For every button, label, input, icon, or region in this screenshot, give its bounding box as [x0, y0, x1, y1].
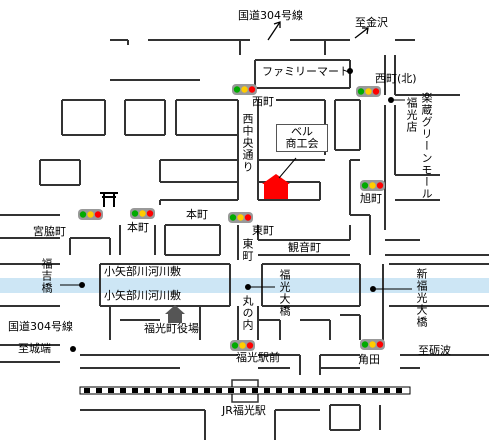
label-kankomachi: 観音町	[288, 241, 321, 254]
label-fukuyoshi-bashi: 福吉橋	[40, 258, 53, 294]
label-to-kanazawa: 至金沢	[355, 16, 388, 29]
traffic-signal-icon	[356, 86, 381, 97]
label-miyawakimachi: 宮脇町	[33, 225, 66, 238]
traffic-signal-icon	[228, 212, 253, 223]
label-shin-fukumitsu-ohashi: 新福光大橋	[415, 268, 428, 328]
label-kakuta: 角田	[358, 353, 380, 366]
traffic-signals	[78, 84, 385, 351]
traffic-signal-icon	[360, 180, 385, 191]
label-shokokai: 商工会	[285, 137, 319, 150]
railway-track-icon	[79, 386, 411, 395]
label-family-mart[interactable]: ファミリーマート	[262, 65, 350, 78]
traffic-signal-icon	[230, 340, 255, 351]
label-bell: ベル	[291, 125, 313, 138]
label-route-304-left: 国道304号線	[8, 320, 73, 333]
label-higashimachi: 東町	[252, 224, 274, 237]
label-route-304-top: 国道304号線	[238, 9, 303, 22]
town-office-building-icon	[165, 305, 185, 323]
map-pin-dot-icon	[60, 68, 412, 352]
traffic-signal-icon	[232, 84, 257, 95]
label-higashi-vertical: 東町	[241, 238, 254, 262]
street-lines	[0, 39, 489, 440]
traffic-signal-icon	[78, 209, 103, 220]
bell-info-box[interactable]: ベル 商工会	[276, 124, 328, 152]
label-nishi-chuo-dori: 西中央通り	[241, 113, 254, 173]
direction-arrows	[267, 21, 369, 41]
red-building-icon	[262, 174, 290, 199]
traffic-signal-icon	[360, 339, 385, 350]
bell-leader-line	[278, 157, 297, 179]
label-fukumitsu-shop: 福光店	[405, 97, 418, 133]
label-koyabe-riverbed-1: 小矢部川河川敷	[104, 265, 181, 278]
label-maruno-uchi: 丸の内	[241, 295, 254, 331]
label-fukumitsu-station-mae: 福光駅前	[236, 351, 280, 364]
traffic-signal-icon	[130, 208, 155, 219]
label-to-tonami: 至砺波	[418, 344, 451, 357]
torii-gate-icon	[100, 192, 118, 207]
label-jr-station[interactable]: JR福光駅	[222, 404, 266, 417]
label-nishimachi-kita: 西町(北)	[375, 72, 417, 85]
label-to-johana: 至城端	[18, 342, 51, 355]
label-asahimachi: 旭町	[360, 192, 382, 205]
label-motomachi-right: 本町	[186, 208, 208, 221]
oyabe-river	[0, 278, 489, 293]
label-fukumitsu-ohashi: 福光大橋	[278, 269, 291, 317]
label-koyabe-riverbed-2: 小矢部川河川敷	[104, 289, 181, 302]
label-nishimachi: 西町	[252, 95, 274, 108]
label-rakuzo-green-mall: 楽蔵グリーンモール	[420, 92, 433, 200]
label-town-office[interactable]: 福光町役場	[144, 322, 199, 335]
label-motomachi-left: 本町	[127, 221, 149, 234]
